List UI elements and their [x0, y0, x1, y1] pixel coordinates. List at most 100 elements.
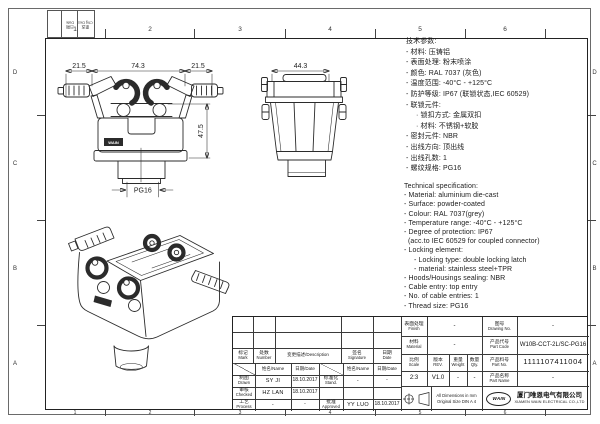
frame-tick	[285, 410, 286, 416]
company-name-zh: 厦门唯恩电气有限公司	[517, 392, 582, 399]
iso-body	[78, 253, 220, 339]
frame-tick	[37, 325, 45, 326]
spec-en-line: - Thread size: PG16	[404, 302, 469, 310]
frame-col-label: 4	[328, 26, 332, 33]
material-value: -	[453, 341, 456, 348]
spec-en-line: - Degree of protection: IP67	[404, 229, 493, 237]
front-dim-left: 21.5	[72, 63, 86, 70]
front-dim-right: 21.5	[191, 63, 205, 70]
spec-zh-line: 技术参数:	[406, 38, 437, 45]
standard-label: 标准化 Stand.	[323, 376, 339, 386]
drawn-name: SY JI	[265, 377, 281, 384]
spec-en-line: - Hoods/Housings sealing: NBR	[404, 275, 506, 283]
corner-cell-empty	[48, 11, 63, 37]
rev-value: V1.0	[431, 375, 445, 382]
weight-label: 重量 Weight	[451, 357, 465, 367]
standard-date: -	[386, 377, 388, 384]
title-block: 标记 Mark 处数 Number 变更描述/Description 签名 Si…	[232, 316, 589, 411]
weight-value: -	[457, 375, 459, 382]
side-gland	[288, 160, 326, 177]
part-no-value: 1111107411004	[523, 357, 583, 367]
sheet-outer-border	[8, 8, 591, 415]
finish-value: -	[453, 323, 456, 330]
company-block: WAIN 厦门唯恩电气有限公司 XIAMEN WAIN ELECTRICAL C…	[482, 386, 589, 411]
spec-zh-line: - 密封元件: NBR	[406, 133, 459, 141]
staff-role-diagonal	[233, 363, 255, 375]
front-latch-right	[192, 84, 224, 97]
frame-tick	[105, 29, 106, 38]
drawing-no-label: 图号 Drawing No.	[487, 321, 512, 331]
checked-date: 18.10.2017	[292, 389, 318, 396]
process-name: -	[271, 401, 275, 408]
material-label: 材料 Material	[406, 340, 422, 350]
staff-date2-header: 日期/Date	[377, 365, 397, 371]
frame-tick	[588, 325, 596, 326]
staff-name-header: 姓名/Name	[261, 365, 285, 371]
spec-zh-line: - 联锁元件:	[406, 101, 441, 109]
process-label: 工艺 Process	[236, 400, 252, 410]
frame-col-label: 2	[148, 26, 152, 33]
spec-zh-line: - 材料: 压铸铝	[406, 48, 451, 56]
frame-col-label: 6	[503, 26, 507, 33]
spec-en-line: (acc.to IEC 60529 for coupled connector)	[408, 238, 540, 246]
corner-revision-strip: 日期 Date 更改 Chg Des	[47, 10, 95, 38]
qty-label: 数量 Qty.	[469, 357, 480, 367]
frame-row-label: B	[12, 266, 17, 272]
spec-en-line: - Material: aluminium die-cast	[404, 192, 499, 200]
rev-date-header: 日期 Date	[382, 350, 392, 360]
frame-tick	[375, 29, 376, 38]
front-latch-left	[58, 84, 90, 97]
spec-en-line: - Locking type: double locking latch	[414, 256, 527, 264]
drawing-no-value: -	[552, 323, 554, 330]
company-logo: WAIN	[486, 391, 512, 406]
finish-label: 表面处理 Finish	[404, 321, 424, 331]
front-logo-text: WAIN	[108, 140, 119, 145]
spec-zh-line: - 螺纹规格: PG16	[406, 165, 462, 173]
spec-zh-line: - 出线孔数: 1	[406, 154, 447, 162]
staff-name2-header: 姓名/Name	[346, 365, 370, 371]
side-view: 44.3	[262, 63, 347, 177]
iso-rim	[107, 236, 214, 281]
spec-zh-line: · 锁扣方式: 金属双扣	[416, 112, 482, 120]
front-view: 21.5 74.3 21.5 47.5	[58, 63, 223, 197]
spec-zh-line: - 颜色: RAL 7037 (灰色)	[406, 69, 482, 77]
frame-tick	[588, 220, 596, 221]
side-cap	[267, 82, 341, 98]
front-lever-left	[116, 82, 137, 103]
first-angle-projection-icon	[403, 391, 430, 406]
frame-tick	[194, 29, 195, 38]
frame-col-label: 2	[148, 410, 152, 416]
frame-tick	[37, 220, 45, 221]
spec-en-line: - Cable entry: top entry	[404, 284, 478, 292]
front-logo-plate	[104, 138, 123, 146]
rev-signature-header: 签名 Signature	[348, 350, 366, 360]
part-no-label: 产品料号 Part No.	[489, 357, 510, 367]
iso-lever-a	[88, 259, 107, 278]
spec-en-line: - Locking element:	[404, 247, 463, 255]
projection-symbol	[401, 386, 431, 411]
iso-lever-b	[119, 279, 138, 298]
approved-label: 批准 Approved	[322, 400, 340, 410]
part-name-value: -	[552, 375, 554, 382]
frame-tick	[285, 29, 286, 38]
frame-row-label: D	[12, 70, 18, 76]
part-name-label: 产品名称 Part Name	[489, 373, 510, 383]
standard-name: -	[356, 377, 360, 384]
iso-gland	[114, 346, 149, 351]
frame-col-label: 4	[328, 410, 332, 416]
process-date: -	[304, 401, 306, 408]
staff-role2-diagonal	[319, 363, 343, 375]
dimension-note: All Dimensions in mm Original Size DIN A…	[436, 392, 477, 404]
corner-cell-date: 日期 Date	[62, 11, 78, 37]
frame-col-label: 5	[418, 26, 422, 33]
frame-row-label: C	[592, 161, 597, 167]
spec-en-line: - Colour: RAL 7037(grey)	[404, 210, 485, 218]
spec-zh-line: - 温度范围: -40°C - +125°C	[406, 80, 493, 88]
side-body	[271, 103, 339, 152]
checked-name: HZ LAN	[262, 389, 284, 396]
frame-tick	[465, 410, 466, 416]
drawn-date: 18.10.2017	[292, 377, 318, 384]
specs-chinese: 技术参数: - 材料: 压铸铝 - 表面处理: 粉末喷涂 - 颜色: RAL 7…	[406, 37, 529, 175]
